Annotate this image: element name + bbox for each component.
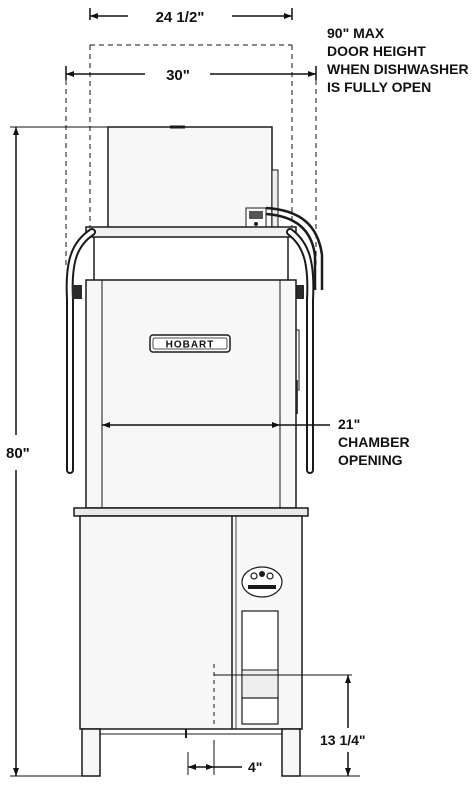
dim-30: 30" xyxy=(65,66,317,268)
dim-4-label: 4" xyxy=(248,759,262,775)
door-height-line-4: IS FULLY OPEN xyxy=(327,79,431,95)
open-door-outline xyxy=(89,44,293,228)
door-height-line-3: WHEN DISHWASHER xyxy=(327,61,469,77)
dim-21: 21" CHAMBER OPENING xyxy=(101,416,410,468)
hobart-logo: HOBART xyxy=(149,334,231,353)
door-height-line-1: 90" MAX xyxy=(327,25,385,41)
door-panel xyxy=(85,279,297,509)
dim-13-quarter-label: 13 1/4" xyxy=(320,732,366,748)
upper-hood xyxy=(107,125,324,290)
dim-21-line-3: OPENING xyxy=(338,452,403,468)
shelf xyxy=(73,507,309,517)
control-panel xyxy=(241,566,283,598)
dim-13-quarter: 13 1/4" xyxy=(213,664,366,777)
dim-24-half-label: 24 1/2" xyxy=(156,9,205,26)
dim-24-half: 24 1/2" xyxy=(89,8,293,26)
dim-21-label: 21" xyxy=(338,416,360,432)
legs xyxy=(81,728,301,777)
left-door-handle xyxy=(65,228,96,474)
door-height-note: 90" MAX DOOR HEIGHT WHEN DISHWASHER IS F… xyxy=(327,25,469,95)
dim-30-label: 30" xyxy=(166,67,190,84)
lower-cabinet xyxy=(79,515,303,738)
dim-80: 80" xyxy=(6,126,108,777)
door-height-line-2: DOOR HEIGHT xyxy=(327,43,426,59)
dim-4: 4" xyxy=(187,740,262,775)
hobart-logo-text: HOBART xyxy=(166,340,215,351)
dim-21-line-2: CHAMBER xyxy=(338,434,410,450)
door-top-frame xyxy=(85,226,297,280)
dim-80-label: 80" xyxy=(6,445,30,462)
